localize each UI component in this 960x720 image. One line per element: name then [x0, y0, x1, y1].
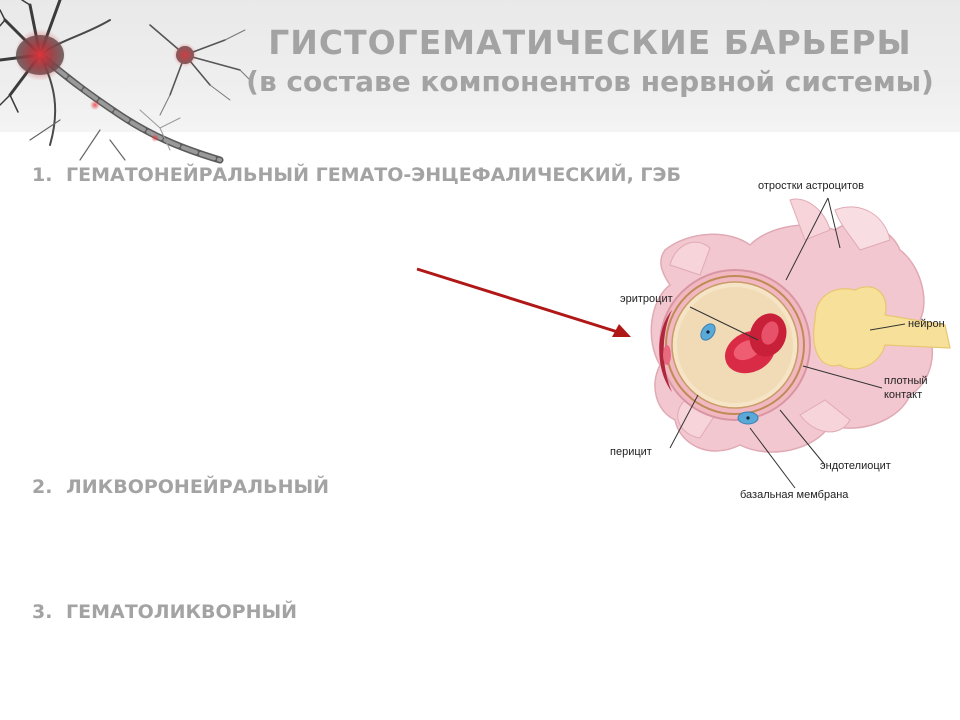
label-endothelium: эндотелиоцит: [820, 460, 891, 472]
label-astrocytes: отростки астроцитов: [758, 180, 864, 192]
label-neuron: нейрон: [908, 318, 945, 330]
label-pericyte: перицит: [610, 446, 652, 458]
barrier-number: 2.: [32, 476, 53, 498]
barrier-item-2: 2. ЛИКВОРОНЕЙРАЛЬНЫЙ: [32, 476, 329, 498]
barrier-label: ЛИКВОРОНЕЙРАЛЬНЫЙ: [66, 476, 330, 498]
barrier-number: 1.: [32, 164, 53, 186]
title-line-1: ГИСТОГЕМАТИЧЕСКИЕ БАРЬЕРЫ: [268, 23, 912, 62]
barrier-label: ГЕМАТОЛИКВОРНЫЙ: [66, 601, 298, 623]
bbb-diagram: отростки астроцитов нейрон эритроцит пло…: [600, 170, 960, 515]
label-tight-junction-1: плотный: [884, 375, 928, 387]
slide-title: ГИСТОГЕМАТИЧЕСКИЕ БАРЬЕРЫ (в составе ком…: [230, 26, 950, 96]
title-line-2: (в составе компонентов нервной системы): [246, 65, 934, 98]
label-tight-junction-2: контакт: [884, 388, 923, 401]
red-arrow-icon: [416, 267, 631, 337]
label-basal-membrane: базальная мембрана: [740, 489, 849, 501]
barrier-item-3: 3. ГЕМАТОЛИКВОРНЫЙ: [32, 601, 297, 623]
label-erythrocyte: эритроцит: [620, 293, 673, 305]
barrier-number: 3.: [32, 601, 53, 623]
barrier-label: ГЕМАТОНЕЙРАЛЬНЫЙ ГЕМАТО-ЭНЦЕФАЛИЧЕСКИЙ, …: [66, 164, 681, 186]
barrier-item-1: 1. ГЕМАТОНЕЙРАЛЬНЫЙ ГЕМАТО-ЭНЦЕФАЛИЧЕСКИЙ…: [32, 164, 681, 186]
header-band: [0, 0, 960, 132]
bbb-illustration: [650, 197, 951, 489]
neuron-illustration: [0, 0, 250, 164]
